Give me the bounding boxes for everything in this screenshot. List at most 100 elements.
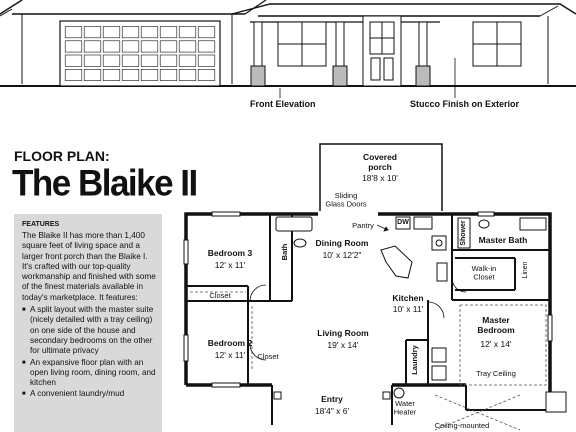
laundry-label: Laundry bbox=[410, 344, 419, 374]
garage-panel bbox=[121, 40, 140, 53]
tray-ceiling-label: Tray Ceiling bbox=[476, 369, 516, 378]
garage-panel bbox=[83, 54, 102, 67]
garage-panel bbox=[178, 40, 197, 53]
closet-shelves bbox=[190, 291, 547, 431]
garage-panel bbox=[197, 40, 216, 53]
garage-panel bbox=[178, 26, 197, 39]
plan-windows bbox=[183, 211, 553, 388]
garage-panel bbox=[159, 40, 178, 53]
shower-label: Shower bbox=[460, 220, 467, 246]
features-list: A split layout with the master suite (ni… bbox=[14, 305, 162, 400]
elevation-windows bbox=[277, 21, 522, 67]
covered-porch-outline bbox=[319, 143, 443, 211]
garage-panel bbox=[159, 26, 178, 39]
entry-dim: 18'4" x 6' bbox=[315, 406, 350, 416]
water-heater-tank bbox=[393, 387, 405, 399]
garage-panel bbox=[83, 69, 102, 81]
dishwasher bbox=[395, 216, 411, 230]
garage-panel bbox=[178, 54, 197, 67]
porch-columns bbox=[250, 21, 431, 87]
kitchen-label: Kitchen bbox=[392, 293, 423, 303]
plan-name-title: The Blaike II bbox=[12, 163, 198, 204]
bedroom3-label: Bedroom 3 bbox=[208, 248, 253, 258]
garage-panel bbox=[64, 54, 83, 67]
dining-room-dim: 10' x 12'2" bbox=[323, 250, 362, 260]
fixtures bbox=[275, 216, 567, 413]
master-bath-label: Master Bath bbox=[479, 235, 528, 245]
garage-panel bbox=[121, 54, 140, 67]
garage-panel bbox=[140, 26, 159, 39]
floor-plan-heading: FLOOR PLAN: bbox=[14, 148, 110, 164]
living-room-dim: 19' x 14' bbox=[327, 340, 359, 350]
bedroom2-dim: 12' x 11' bbox=[215, 350, 246, 360]
interior-walls bbox=[186, 214, 550, 425]
garage-panel bbox=[159, 54, 178, 67]
garage-panel bbox=[102, 69, 121, 81]
closet-bedroom2-label: Closet bbox=[257, 352, 279, 361]
feature-item: A convenient laundry/mud bbox=[22, 389, 156, 400]
closet-bedroom3-label: Closet bbox=[209, 291, 231, 300]
garage-panel bbox=[140, 54, 159, 67]
garage-panel bbox=[83, 40, 102, 53]
vanity bbox=[519, 217, 547, 231]
kitchen-island bbox=[380, 245, 413, 279]
dryer bbox=[431, 365, 447, 381]
pantry-label: Pantry bbox=[352, 221, 374, 230]
master-bedroom-dim: 12' x 14' bbox=[480, 339, 512, 349]
refrigerator bbox=[436, 262, 448, 282]
garage-panel bbox=[64, 69, 83, 81]
stucco-finish-label: Stucco Finish on Exterior bbox=[410, 99, 520, 109]
garage-panel bbox=[83, 26, 102, 39]
garage-panel bbox=[140, 40, 159, 53]
entry-label: Entry bbox=[321, 394, 343, 404]
bedroom3-dim: 12' x 11' bbox=[215, 260, 246, 270]
bathtub bbox=[275, 216, 313, 232]
master-toilet bbox=[478, 219, 490, 229]
ac-unit bbox=[545, 391, 567, 413]
covered-porch-dim: 18'8 x 10' bbox=[362, 173, 398, 183]
features-panel: FEATURES The Blaike II has more than 1,4… bbox=[14, 214, 162, 432]
garage-panel bbox=[64, 26, 83, 39]
dining-room-label: Dining Room bbox=[316, 238, 369, 248]
feature-item: An expansive floor plan with an open liv… bbox=[22, 358, 156, 389]
garage-panel bbox=[102, 54, 121, 67]
living-room-label: Living Room bbox=[317, 328, 369, 338]
garage-panel bbox=[197, 54, 216, 67]
garage-panel bbox=[121, 69, 140, 81]
garage-panel bbox=[140, 69, 159, 81]
garage-panel bbox=[102, 26, 121, 39]
feature-item: A split layout with the master suite (ni… bbox=[22, 305, 156, 356]
garage-panel bbox=[197, 69, 216, 81]
front-elevation-label: Front Elevation bbox=[250, 99, 316, 109]
bedroom2-label: Bedroom 2 bbox=[208, 338, 253, 348]
toilet bbox=[293, 238, 307, 248]
front-door bbox=[362, 15, 402, 87]
entry-posts bbox=[273, 391, 391, 400]
garage-panel bbox=[178, 69, 197, 81]
kitchen-dim: 10' x 11' bbox=[393, 304, 424, 314]
bath-label: Bath bbox=[280, 243, 289, 260]
shower-stall bbox=[457, 217, 471, 249]
garage-panel bbox=[102, 40, 121, 53]
linen-label: Linen bbox=[522, 261, 529, 278]
garage-panel bbox=[121, 26, 140, 39]
garage-panel bbox=[64, 40, 83, 53]
ceiling-mounted-label: Ceiling-mounted bbox=[435, 421, 490, 430]
dishwasher-label: DW bbox=[397, 219, 409, 226]
garage-panel bbox=[159, 69, 178, 81]
washer bbox=[431, 347, 447, 363]
front-elevation-drawing bbox=[0, 0, 576, 98]
sink bbox=[413, 216, 433, 230]
door-swings bbox=[249, 277, 467, 361]
features-heading: FEATURES bbox=[22, 221, 60, 228]
garage-panel bbox=[197, 26, 216, 39]
garage-door bbox=[59, 20, 221, 87]
features-intro: The Blaike II has more than 1,400 square… bbox=[22, 231, 156, 302]
